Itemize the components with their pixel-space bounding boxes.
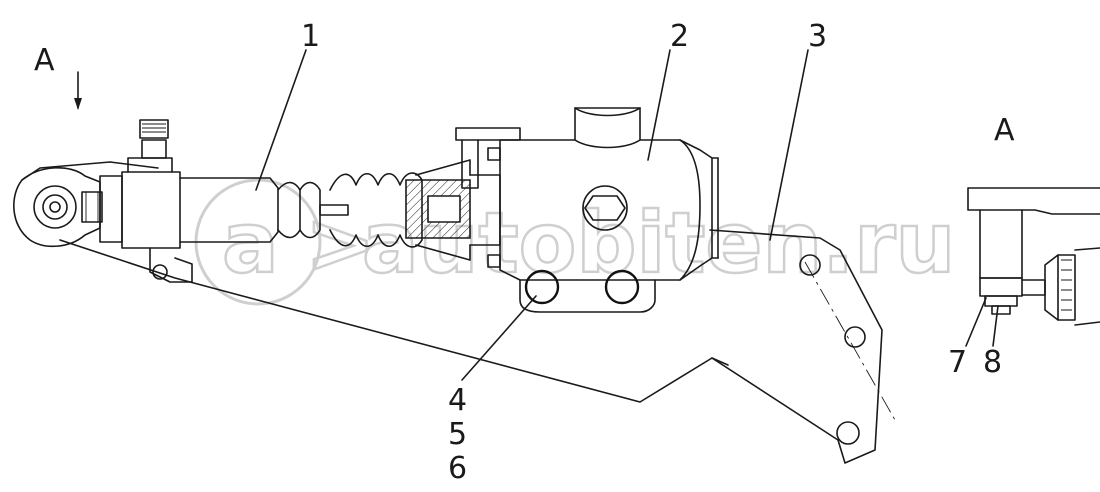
bracket-hole-2 <box>844 326 866 348</box>
mounting-bracket <box>21 161 896 464</box>
callout-1: 1 <box>301 19 320 54</box>
leader-lines <box>255 49 999 381</box>
arrow-down-icon <box>74 98 82 110</box>
callout-5: 5 <box>448 417 467 452</box>
eye-end <box>13 166 103 248</box>
watermark: a > autobiten.ru <box>194 178 957 306</box>
view-arrow-label: A <box>34 43 55 78</box>
bracket-hole-1 <box>799 254 821 276</box>
callout-3: 3 <box>808 19 827 54</box>
servo-housing <box>487 107 719 313</box>
working-cylinder <box>99 119 279 283</box>
boot-bellows <box>277 172 423 248</box>
callout-6: 6 <box>448 451 467 486</box>
bolt-head-left <box>524 269 560 305</box>
view-arrow-a <box>74 71 82 110</box>
piston-section <box>405 127 521 261</box>
callout-8: 8 <box>983 345 1002 380</box>
callout-2: 2 <box>670 19 689 54</box>
detail-view-a <box>967 187 1100 326</box>
detail-view-label: A <box>994 113 1015 148</box>
bolt-head-right <box>604 269 640 305</box>
callout-7: 7 <box>948 345 967 380</box>
bracket-hole-3 <box>836 421 860 445</box>
callout-4: 4 <box>448 383 467 418</box>
watermark-at-symbol: a <box>222 194 279 292</box>
